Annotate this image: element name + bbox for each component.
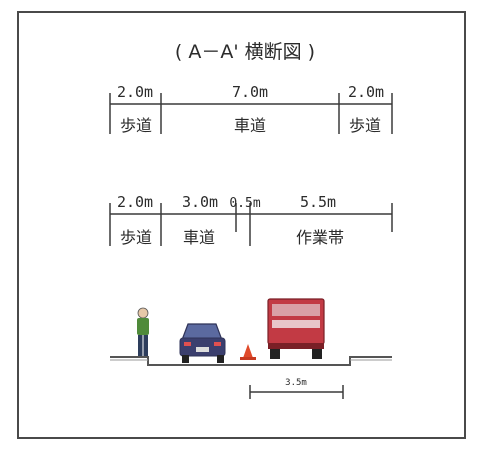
lower-dimension-sidewalk: 2.0m [117,193,153,211]
lower-dimension-roadway: 3.0m [182,193,218,211]
lower-label-sidewalk: 歩道 [120,228,152,247]
figure-frame [17,11,466,439]
road-ground-profile [110,356,392,366]
traffic-cone-icon [240,344,256,360]
truck-icon [267,298,325,359]
upper-dimension-sidewalk-left: 2.0m [117,83,153,101]
lower-label-roadway: 車道 [183,228,215,247]
section-upper [109,93,393,134]
bottom-dimension [249,385,344,399]
lower-dimension-buffer: 0.5m [229,196,260,211]
upper-label-sidewalk-right: 歩道 [349,116,381,135]
lower-dimension-work-zone: 5.5m [300,193,336,211]
upper-label-sidewalk-left: 歩道 [120,116,152,135]
figure-title: ( A－A' 横断図 ) [175,41,315,63]
car-icon [179,323,226,363]
upper-label-roadway: 車道 [234,116,266,135]
section-lower [109,203,393,246]
upper-dimension-roadway: 7.0m [232,83,268,101]
pedestrian-icon [137,307,149,356]
lower-label-work-zone: 作業帯 [296,228,344,247]
bottom-dimension-label: 3.5m [285,378,307,388]
upper-dimension-sidewalk-right: 2.0m [348,83,384,101]
